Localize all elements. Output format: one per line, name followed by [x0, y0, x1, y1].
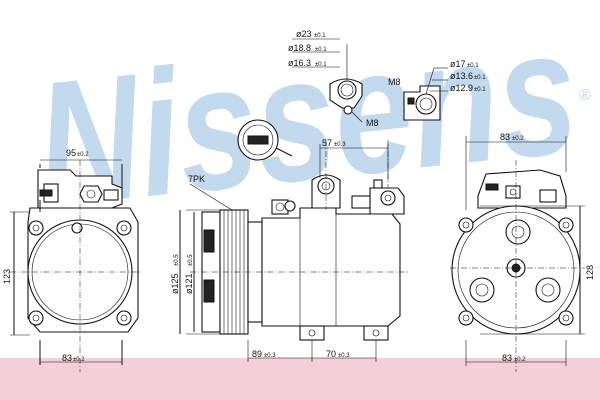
fitting-detail-round — [237, 119, 293, 161]
left-front-view — [10, 159, 140, 372]
dim-pulley-d2-tol: ±0.5 — [188, 254, 194, 266]
dim-right-height: 128 — [585, 265, 595, 280]
right-rear-view — [450, 136, 585, 372]
dim-port-spacing: 57 — [322, 138, 332, 148]
dim-port-spacing-tol: ±0.3 — [334, 142, 346, 148]
dim-right-width-bottom-tol: ±0.2 — [514, 357, 526, 363]
label-belt: 7PK — [188, 174, 205, 184]
label-fitting2-thread: M8 — [388, 77, 401, 87]
dim-fitting1-d3: ø16.3 — [288, 58, 311, 68]
dim-right-width-top-tol: ±0.2 — [512, 136, 524, 142]
dim-mount-spacing-tol: ±0.3 — [338, 353, 350, 359]
dim-fitting1-d2: ø18.8 — [288, 43, 311, 53]
dim-fitting2-d1: ø17 — [450, 59, 466, 69]
dim-left-height: 123 — [2, 269, 12, 284]
dim-fitting1-d1: ø23 — [296, 29, 312, 39]
dim-fitting2-d2-tol: ±0.1 — [474, 75, 486, 81]
dim-left-width-bottom: 83 — [62, 353, 72, 363]
dim-fitting2-d3-tol: ±0.1 — [474, 87, 486, 93]
dim-fitting1-d1-tol: ±0.1 — [314, 33, 326, 39]
dim-fitting1-d2-tol: ±0.1 — [315, 47, 327, 53]
dim-pulley-d2: ø121 — [184, 273, 194, 294]
fitting-detail-1 — [292, 38, 363, 123]
dim-fitting2-d3: ø12.9 — [450, 83, 473, 93]
dim-right-width-bottom: 83 — [502, 353, 512, 363]
side-view — [179, 140, 410, 362]
dim-left-width-top-tol: ±0.2 — [77, 152, 89, 158]
registered-mark: ® — [579, 87, 591, 104]
dim-fitting2-d1-tol: ±0.1 — [467, 63, 479, 69]
dim-pulley-d1-tol: ±0.5 — [174, 254, 180, 266]
dim-left-width-top: 95 — [66, 148, 76, 158]
dim-fitting2-d2: ø13.6 — [450, 71, 473, 81]
fitting-detail-2 — [403, 67, 448, 121]
bottom-band — [0, 358, 600, 400]
dim-left-width-bottom-tol: ±0.2 — [73, 357, 85, 363]
dim-right-width-top: 83 — [500, 132, 510, 142]
dim-fitting1-d3-tol: ±0.1 — [315, 62, 327, 68]
dim-body-length: 89 — [252, 349, 262, 359]
dim-body-length-tol: ±0.3 — [264, 353, 276, 359]
dim-pulley-d1: ø125 — [170, 273, 180, 294]
label-fitting1-thread: M8 — [366, 118, 379, 128]
dim-mount-spacing: 70 — [326, 349, 336, 359]
